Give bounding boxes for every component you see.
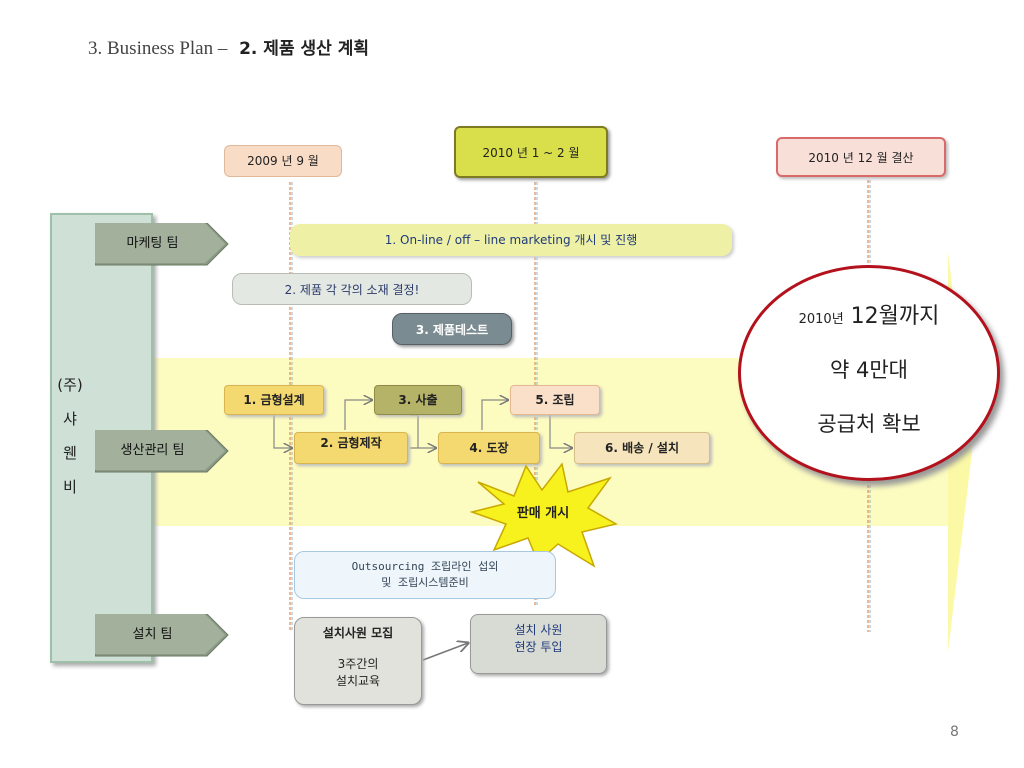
date-launch: 2010 년 1 ~ 2 월 [454, 126, 608, 178]
deploy-line-2: 현장 투입 [514, 640, 563, 654]
company-line-4: 비 [63, 478, 77, 496]
marketing-plan: 1. On-line / off – line marketing 개시 및 진… [290, 224, 732, 256]
step-injection: 3. 사출 [374, 385, 462, 415]
goal-amount: 약 4만대 [830, 358, 908, 382]
outsourcing-box: Outsourcing 조립라인 섭외 및 조립시스템준비 [294, 551, 556, 599]
launch-burst-label: 판매 개시 [516, 506, 570, 521]
company-line-2: 샤 [63, 410, 77, 428]
goal-month: 12월까지 [850, 304, 940, 329]
step-mold-design: 1. 금형설계 [224, 385, 324, 415]
date-end: 2010 년 12 월 결산 [776, 137, 946, 177]
launch-burst-shape [470, 462, 618, 568]
step-painting: 4. 도장 [438, 432, 540, 464]
product-test: 3. 제품테스트 [392, 313, 512, 345]
recruit-title: 설치사원 모집 [322, 626, 394, 640]
goal-callout: 2010년 12월까지 약 4만대 공급처 확보 [738, 265, 1000, 481]
recruit-line-1: 3주간의 [337, 657, 379, 671]
goal-line-1: 2010년 12월까지 [741, 298, 997, 330]
recruit-line-2: 설치교육 [335, 674, 381, 688]
slide-subtitle: 2. 제품 생산 계획 [239, 39, 369, 59]
team-arrow-shape [95, 614, 229, 657]
step-delivery-install: 6. 배송 / 설치 [574, 432, 710, 464]
team-production-label: 생산관리 팀 [120, 443, 185, 458]
outsourcing-line-2: 및 조립시스템준비 [381, 576, 469, 589]
company-name: (주) 샤 웬 비 [50, 368, 90, 504]
goal-target: 공급처 확보 [817, 412, 921, 436]
team-install-label: 설치 팀 [132, 627, 173, 642]
team-marketing-label: 마케팅 팀 [126, 236, 179, 251]
team-arrow-shape [95, 430, 229, 473]
company-line-1: (주) [57, 376, 83, 394]
step-mold-making: 2. 금형제작 [294, 432, 408, 464]
materials-decision: 2. 제품 각 각의 소재 결정! [232, 273, 472, 305]
page-title: 3. Business Plan – 2. 제품 생산 계획 [88, 34, 369, 60]
company-line-3: 웬 [63, 444, 77, 462]
deploy-box: 설치 사원 현장 투입 [470, 614, 607, 674]
deploy-line-1: 설치 사원 [514, 623, 563, 637]
date-start: 2009 년 9 월 [224, 145, 342, 177]
recruit-box: 설치사원 모집 3주간의 설치교육 [294, 617, 422, 705]
section-title: 3. Business Plan – [88, 38, 228, 59]
page-number: 8 [950, 724, 959, 740]
team-arrow-shape [95, 223, 229, 266]
outsourcing-line-1: Outsourcing 조립라인 섭외 [351, 560, 499, 573]
step-assembly: 5. 조립 [510, 385, 600, 415]
goal-year: 2010년 [798, 312, 844, 327]
